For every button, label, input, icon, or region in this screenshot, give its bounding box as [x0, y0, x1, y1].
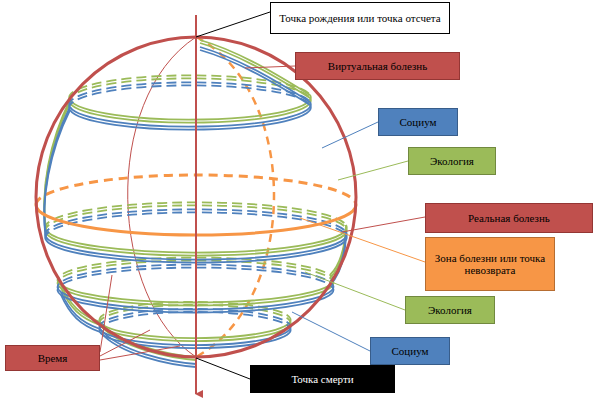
callout-box: Реальная болезнь — [425, 203, 593, 233]
callout-box: Зона болезни или точка невозврата — [425, 237, 555, 291]
callout-box: Экология — [405, 296, 495, 324]
callout-box: Виртуальная болезнь — [295, 52, 460, 80]
callout-box: Социум — [370, 337, 450, 365]
callout-text: Точка смерти — [291, 373, 353, 385]
time-axis — [195, 15, 197, 394]
callout-text: Время — [38, 352, 68, 364]
callout-text: Точка рождения или точка отсчета — [279, 12, 440, 24]
callout-text: Зона болезни или точка невозврата — [430, 252, 550, 276]
callout-box: Время — [5, 345, 100, 371]
callout-text: Экология — [430, 155, 474, 167]
callout-box: Социум — [378, 108, 458, 136]
callout-text: Экология — [428, 304, 472, 316]
callout-text: Социум — [400, 116, 437, 128]
callout-box: Точка смерти — [250, 365, 395, 393]
callout-text: Реальная болезнь — [468, 212, 550, 224]
callout-box: Экология — [408, 147, 496, 175]
callout-text: Виртуальная болезнь — [328, 60, 427, 72]
callout-box: Точка рождения или точка отсчета — [270, 2, 450, 34]
callout-text: Социум — [392, 345, 429, 357]
